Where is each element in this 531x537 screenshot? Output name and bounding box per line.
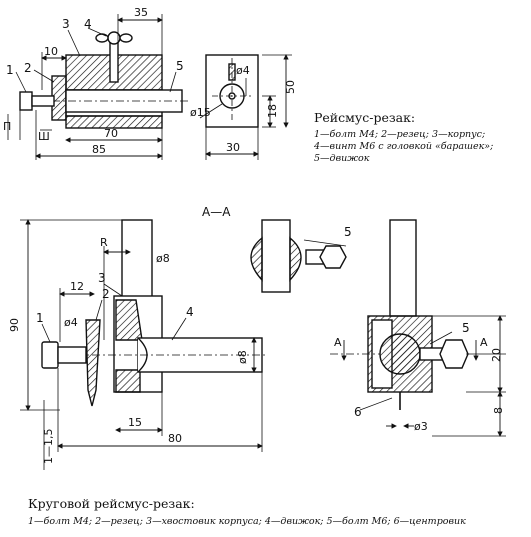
section-aa-labels: А—А 5 (202, 205, 352, 239)
caption-top-line2: 4—винт М6 с головкой «барашек»; (314, 141, 494, 152)
right-ball (379, 333, 421, 375)
part-2: 2 (24, 61, 32, 75)
part-aa-5: 5 (344, 225, 352, 239)
dim-p: П (3, 120, 11, 133)
section-aa-view (250, 219, 347, 293)
dim-d8-rod: ø8 (236, 350, 249, 364)
part-4: 4 (84, 17, 92, 31)
dim-d4: ø4 (64, 316, 78, 329)
dim-d15: ø15 (190, 106, 211, 119)
dim-d8-top: ø8 (156, 252, 170, 265)
dim-30: 30 (226, 141, 240, 154)
part-3: 3 (62, 17, 70, 31)
cutter-main (85, 319, 101, 407)
dim-1-1-5: 1—1,5 (42, 429, 55, 465)
part-right-5: 5 (462, 321, 470, 335)
bottom-main-view (20, 219, 266, 470)
bolt-main (41, 341, 59, 369)
dim-8: 8 (492, 407, 505, 414)
body-lower-hatch (65, 115, 163, 129)
dim-10: 10 (44, 45, 58, 58)
part-5: 5 (176, 59, 184, 73)
section-ball (250, 236, 263, 282)
part-main-1: 1 (36, 311, 44, 325)
dim-85: 85 (92, 143, 106, 156)
dim-90: 90 (8, 318, 21, 332)
part-main-2: 2 (102, 287, 110, 301)
cut-label-right: А (480, 336, 488, 349)
dim-20: 20 (490, 348, 503, 362)
cut-label-left: А (334, 336, 342, 349)
dim-80: 80 (168, 432, 182, 445)
part-1: 1 (6, 63, 14, 77)
caption-top-line3: 5—движок (314, 153, 370, 164)
dim-r: R (100, 236, 108, 249)
dim-35: 35 (134, 6, 148, 19)
part-main-4: 4 (186, 305, 194, 319)
bottom-right-labels: 5 6 ø3 20 8 А А (334, 321, 505, 433)
bottom-right-view (330, 219, 506, 437)
section-aa-label: А—А (202, 205, 231, 219)
right-nut (439, 339, 469, 369)
bolt-front (19, 91, 33, 111)
dim-15: 15 (128, 416, 142, 429)
top-front-labels: 35 10 70 85 П Ш 1 2 3 4 5 (3, 6, 184, 156)
top-side-view (199, 54, 292, 160)
caption-bottom-line1: 1—болт М4; 2—резец; 3—хвостовик корпуса;… (28, 516, 466, 527)
dim-50: 50 (284, 80, 297, 94)
top-front-view (7, 14, 188, 160)
caption-top-title: Рейсмус-резак: (314, 110, 416, 125)
top-side-labels: ø4 ø15 18 50 30 (190, 64, 297, 154)
dim-18: 18 (266, 104, 279, 118)
caption-top-line1: 1—болт М4; 2—резец; 3—корпус; (314, 129, 486, 140)
bottom-main-labels: R ø8 12 ø4 90 ø8 15 80 1—1,5 1 2 3 4 (8, 236, 249, 464)
dim-d4-side: ø4 (236, 64, 250, 77)
part-main-3: 3 (98, 271, 106, 285)
part-right-6: 6 (354, 405, 362, 419)
dim-sh: Ш (38, 130, 50, 143)
dim-d3: ø3 (414, 420, 428, 433)
dim-12: 12 (70, 280, 84, 293)
caption-bottom-title: Круговой рейсмус-резак: (28, 496, 195, 511)
section-nut (319, 245, 347, 269)
dim-70: 70 (104, 127, 118, 140)
